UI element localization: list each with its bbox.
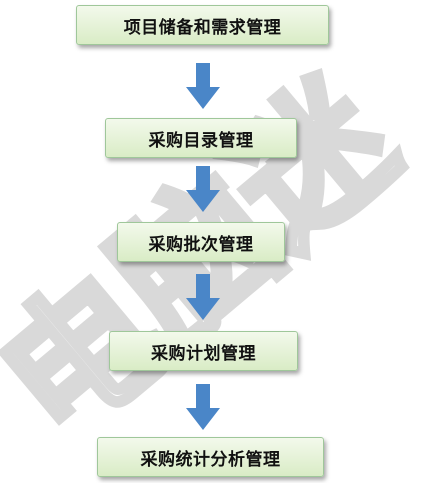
step-box-procurement-batch: 采购批次管理 bbox=[117, 222, 285, 262]
step-label: 采购批次管理 bbox=[148, 234, 254, 255]
step-box-procurement-catalog: 采购目录管理 bbox=[105, 118, 297, 158]
down-arrow-icon bbox=[186, 384, 220, 430]
down-arrow-icon bbox=[186, 63, 220, 109]
down-arrow-icon bbox=[186, 166, 220, 212]
step-box-procurement-plan: 采购计划管理 bbox=[109, 331, 298, 371]
down-arrow-icon bbox=[186, 274, 220, 320]
step-label: 项目储备和需求管理 bbox=[123, 17, 282, 38]
step-box-procurement-statistics: 采购统计分析管理 bbox=[97, 437, 324, 477]
step-label: 采购统计分析管理 bbox=[140, 449, 281, 470]
step-label: 采购计划管理 bbox=[151, 343, 256, 364]
step-box-project-reserve: 项目储备和需求管理 bbox=[76, 5, 329, 45]
step-label: 采购目录管理 bbox=[148, 130, 254, 151]
